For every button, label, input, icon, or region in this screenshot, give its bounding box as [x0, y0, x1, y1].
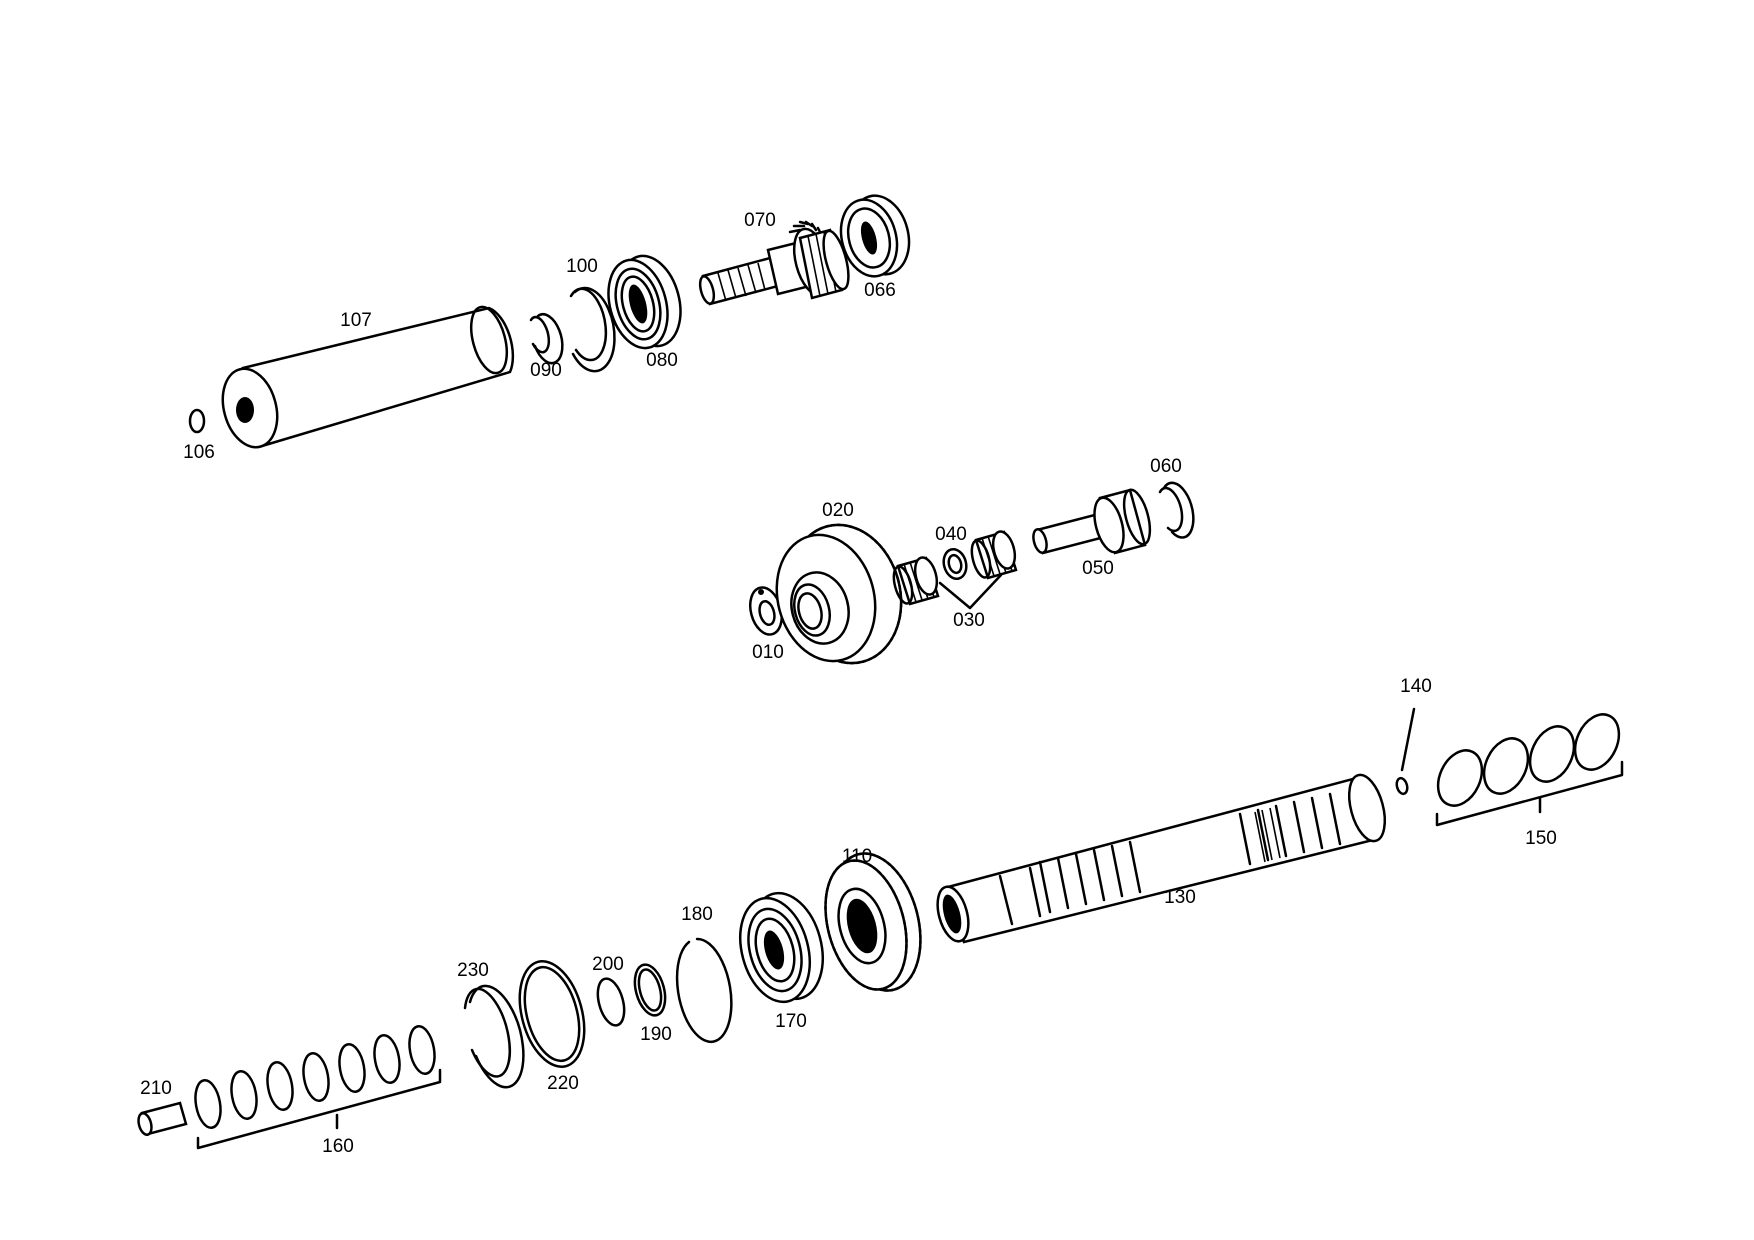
part-070-pinion-shaft — [698, 220, 850, 306]
label-200: 200 — [592, 954, 624, 975]
label-190: 190 — [640, 1024, 672, 1045]
part-220-shim-ring — [518, 960, 586, 1068]
label-106: 106 — [183, 442, 215, 463]
label-050: 050 — [1082, 558, 1114, 579]
label-107: 107 — [340, 310, 372, 331]
part-100-circlip — [569, 286, 616, 373]
part-230-circlip — [463, 984, 525, 1089]
part-160-seal-rings — [194, 1025, 436, 1129]
label-066: 066 — [864, 280, 896, 301]
part-140-plug — [1395, 707, 1416, 796]
label-140: 140 — [1400, 676, 1432, 697]
label-170: 170 — [775, 1011, 807, 1032]
label-230: 230 — [457, 960, 489, 981]
label-070: 070 — [744, 210, 776, 231]
part-090-snap-ring — [529, 313, 564, 365]
part-180-circlip — [675, 937, 733, 1043]
part-030-needle-bearing-left — [892, 556, 940, 606]
part-107-sleeve — [221, 305, 515, 449]
label-150: 150 — [1525, 828, 1557, 849]
part-010-thrust-washer — [748, 586, 784, 636]
label-220: 220 — [547, 1073, 579, 1094]
label-100: 100 — [566, 256, 598, 277]
label-010: 010 — [752, 642, 784, 663]
label-030: 030 — [953, 610, 985, 631]
label-080: 080 — [646, 350, 678, 371]
label-020: 020 — [822, 500, 854, 521]
part-190-ring — [633, 963, 667, 1017]
label-090: 090 — [530, 360, 562, 381]
part-130-main-shaft — [936, 773, 1387, 944]
part-030-bracket — [938, 573, 1003, 610]
part-066-ball-bearing — [839, 194, 911, 278]
part-080-ball-bearing — [607, 254, 682, 350]
part-170-ball-bearing — [739, 891, 824, 1004]
part-160-bracket — [196, 1068, 442, 1150]
part-030-needle-bearing-right — [970, 530, 1018, 580]
label-040: 040 — [935, 524, 967, 545]
part-210-dowel-pin — [137, 1101, 188, 1136]
label-060: 060 — [1150, 456, 1182, 477]
part-110-gear — [824, 852, 922, 992]
part-106-snap-ring — [188, 408, 206, 434]
part-020-idler-gear — [775, 523, 903, 665]
part-060-circlip — [1158, 481, 1195, 539]
label-130: 130 — [1164, 887, 1196, 908]
part-150-seal-rings — [1436, 713, 1621, 807]
part-050-idler-pin — [1032, 488, 1152, 555]
part-150-bracket — [1435, 760, 1624, 827]
part-200-ring — [596, 977, 626, 1027]
label-180: 180 — [681, 904, 713, 925]
label-210: 210 — [140, 1078, 172, 1099]
label-110: 110 — [842, 846, 872, 867]
label-160: 160 — [322, 1136, 354, 1157]
part-040-spacer-ring — [942, 547, 968, 581]
